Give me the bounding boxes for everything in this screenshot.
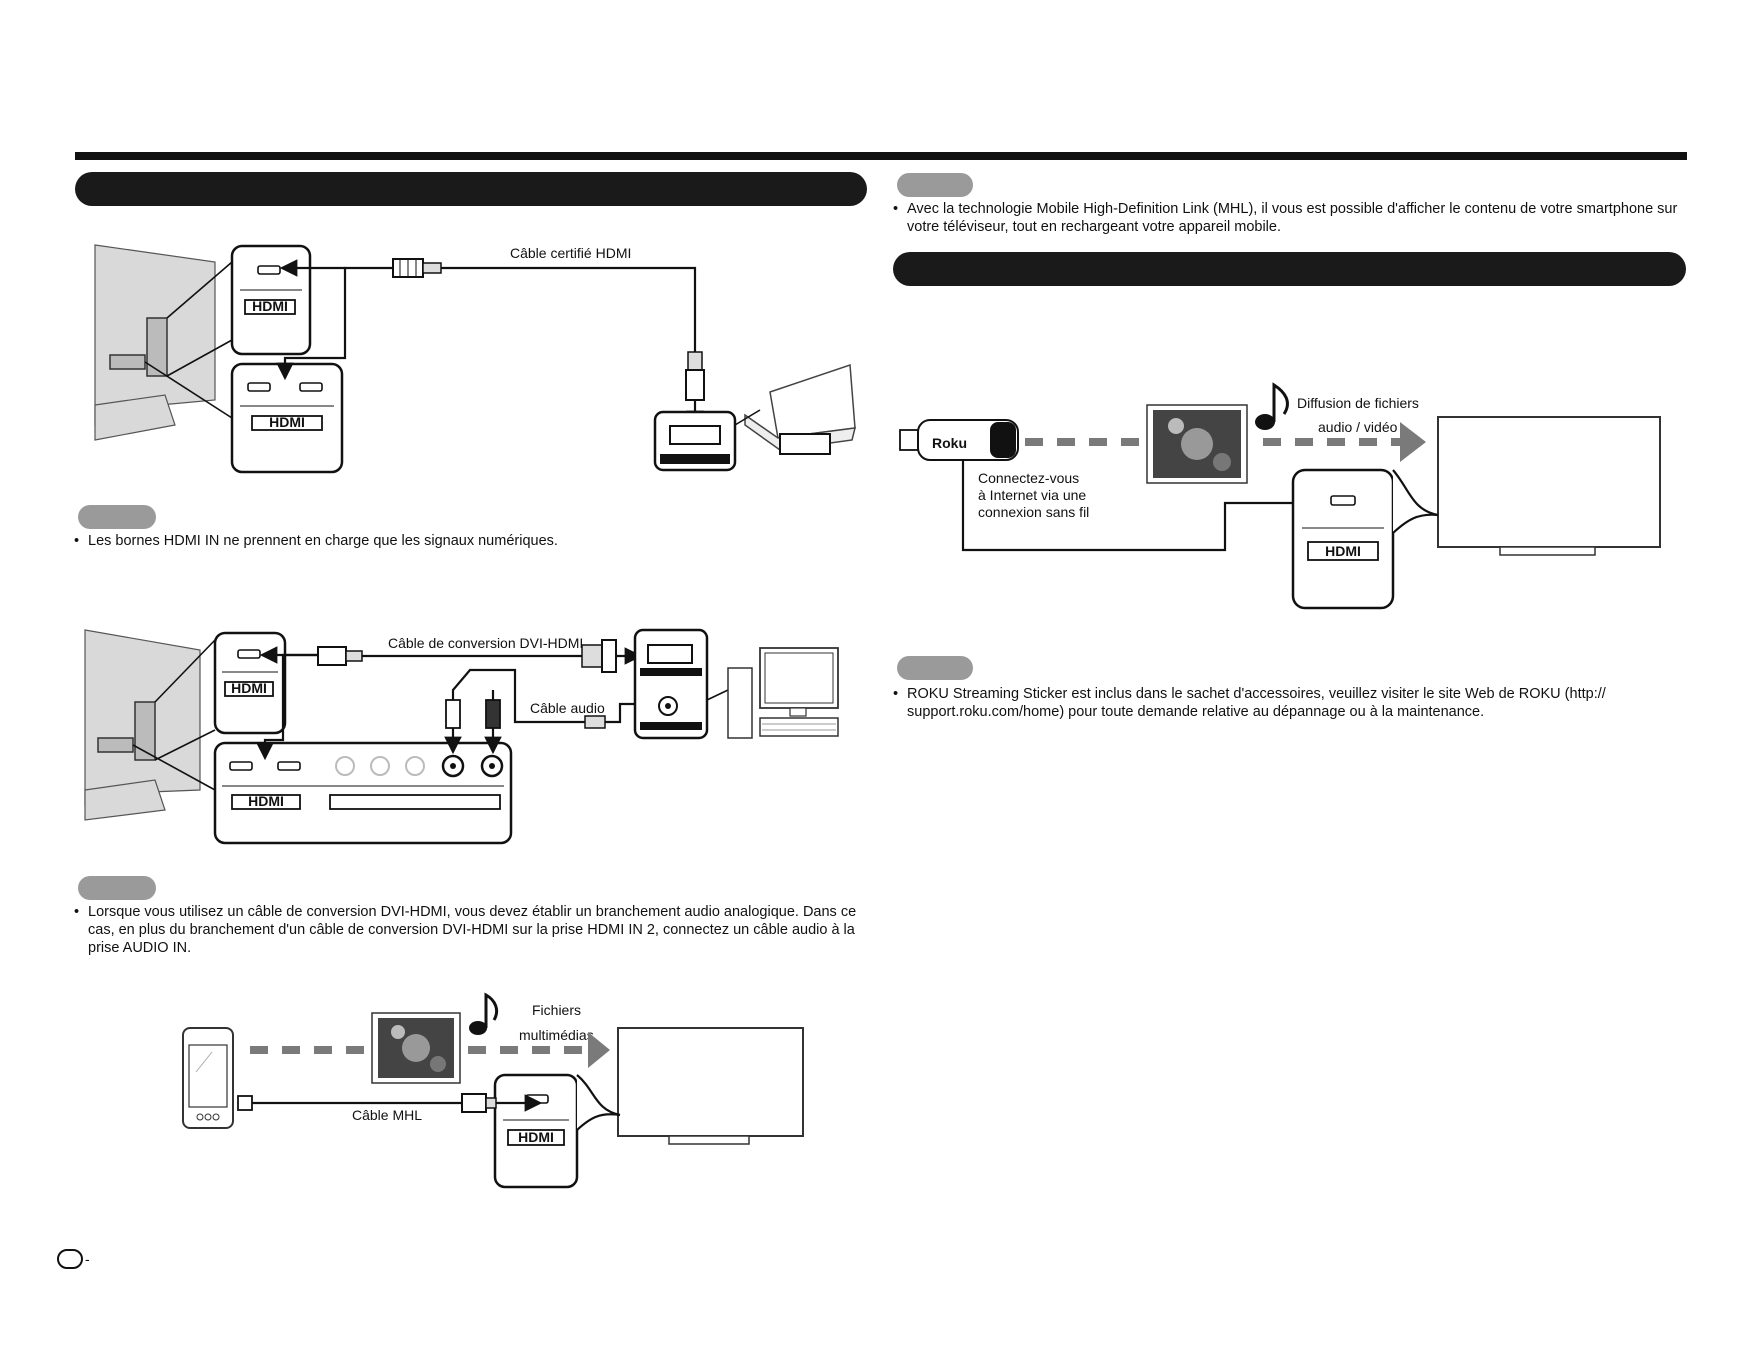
pc-port-panel bbox=[633, 628, 709, 740]
note-text: Les bornes HDMI IN ne prennent en charge… bbox=[88, 533, 558, 549]
hdmi-port-panel: HDMI bbox=[1291, 468, 1395, 610]
diagram-hdmi-device: HDMI HDMI Câble certifié HDMI bbox=[94, 244, 856, 474]
audio-cable-label: Câble audio bbox=[530, 700, 605, 716]
rca-plugs-icon bbox=[445, 690, 501, 729]
hdmi-cable-label: Câble certifié HDMI bbox=[510, 245, 631, 261]
tv-front-icon bbox=[617, 1027, 804, 1145]
note-label-pill bbox=[897, 173, 973, 197]
tv-rear-icon bbox=[84, 629, 201, 821]
roku-stick-icon: Roku bbox=[899, 419, 1019, 461]
note-text: Avec la technologie Mobile High-Definiti… bbox=[907, 201, 1678, 235]
note-mhl: • Avec la technologie Mobile High-Defini… bbox=[893, 200, 1693, 236]
rca-jack-icon bbox=[405, 756, 425, 776]
note-text: Lorsque vous utilisez un câble de conver… bbox=[88, 904, 857, 956]
hdmi-logo: HDMI bbox=[269, 414, 305, 430]
hdmi-logo: HDMI bbox=[231, 680, 267, 696]
tv-rear-icon bbox=[94, 244, 216, 441]
section-header-bar-roku bbox=[893, 252, 1686, 286]
hdmi-port-icon bbox=[277, 761, 301, 771]
bullet: • bbox=[74, 533, 80, 549]
hdmi-logo: HDMI bbox=[1325, 543, 1361, 559]
bullet: • bbox=[893, 201, 899, 217]
diagram-roku: Roku Diffusion de fichiers audio / vidéo… bbox=[899, 382, 1661, 610]
note-label-pill bbox=[78, 505, 156, 529]
section-header-bar-hdmi bbox=[75, 172, 867, 206]
page-marker-dash: - bbox=[85, 1251, 90, 1267]
media-photo-icon bbox=[371, 1012, 461, 1084]
rca-jack-icon bbox=[335, 756, 355, 776]
diagram-mhl: Fichiers multimédias HDMI Câble MHL bbox=[182, 992, 804, 1189]
note-label-pill bbox=[897, 656, 973, 680]
micro-usb-connector-icon bbox=[237, 1095, 253, 1111]
hdmi-port-panel-bottom: HDMI bbox=[230, 362, 344, 474]
desktop-pc-icon bbox=[727, 647, 839, 739]
dvi-connector-icon bbox=[581, 639, 617, 673]
note-hdmi-digital: • Les bornes HDMI IN ne prennent en char… bbox=[74, 532, 864, 550]
music-note-icon bbox=[1255, 382, 1289, 430]
hdmi-cable-connector-icon bbox=[317, 646, 363, 666]
hdmi-logo: HDMI bbox=[248, 793, 284, 809]
mhl-cable-label: Câble MHL bbox=[352, 1107, 422, 1123]
hdmi-port-icon bbox=[1330, 495, 1356, 506]
note-dvi-audio: • Lorsque vous utilisez un câble de conv… bbox=[74, 903, 874, 957]
hdmi-cable-connector-icon bbox=[392, 258, 442, 278]
laptop-icon bbox=[734, 363, 856, 455]
hdmi-port-icon bbox=[247, 382, 271, 392]
arrow-right-icon bbox=[588, 1032, 610, 1068]
music-note-icon bbox=[469, 992, 499, 1035]
hdmi-cable-connector-icon bbox=[685, 351, 705, 401]
media-photo-icon bbox=[1146, 404, 1248, 484]
roku-logo: Roku bbox=[932, 435, 967, 451]
wireless-label: connexion sans fil bbox=[978, 504, 1089, 520]
note-label-pill bbox=[78, 876, 156, 900]
dvi-cable-label: Câble de conversion DVI-HDMI bbox=[388, 635, 583, 651]
wireless-label: à Internet via une bbox=[978, 487, 1086, 503]
hdmi-port-icon bbox=[229, 761, 253, 771]
wireless-label: Connectez-vous bbox=[978, 470, 1079, 486]
stream-label: audio / vidéo bbox=[1318, 419, 1398, 435]
hdmi-port-panel-side: HDMI bbox=[230, 244, 312, 356]
page-number-marker: - bbox=[57, 1249, 90, 1269]
diagram-dvi-pc: HDMI HDMI Câble de conversion DVI-HDMI bbox=[84, 628, 839, 845]
top-rule bbox=[75, 152, 1687, 160]
smartphone-icon bbox=[182, 1027, 234, 1129]
note-roku: • ROKU Streaming Sticker est inclus dans… bbox=[893, 685, 1683, 721]
note-text: ROKU Streaming Sticker est inclus dans l… bbox=[907, 686, 1606, 720]
hdmi-port-panel: HDMI bbox=[493, 1073, 579, 1189]
arrow-right-icon bbox=[1400, 422, 1426, 462]
bullet: • bbox=[893, 686, 899, 702]
media-files-label: Fichiers bbox=[532, 1002, 581, 1018]
stream-label: Diffusion de fichiers bbox=[1297, 395, 1419, 411]
media-files-label: multimédias bbox=[519, 1027, 594, 1043]
bullet: • bbox=[74, 904, 80, 920]
av-port-panel: HDMI bbox=[213, 741, 513, 845]
mini-jack-icon bbox=[584, 715, 606, 729]
rca-jack-icon bbox=[370, 756, 390, 776]
hdmi-port-icon bbox=[299, 382, 323, 392]
hdmi-logo: HDMI bbox=[252, 298, 288, 314]
hdmi-logo: HDMI bbox=[518, 1129, 554, 1145]
hdmi-port-panel-side: HDMI bbox=[213, 631, 287, 735]
hdmi-cable-connector-icon bbox=[461, 1093, 497, 1113]
tv-front-icon bbox=[1437, 416, 1661, 556]
device-port-panel bbox=[653, 410, 737, 472]
